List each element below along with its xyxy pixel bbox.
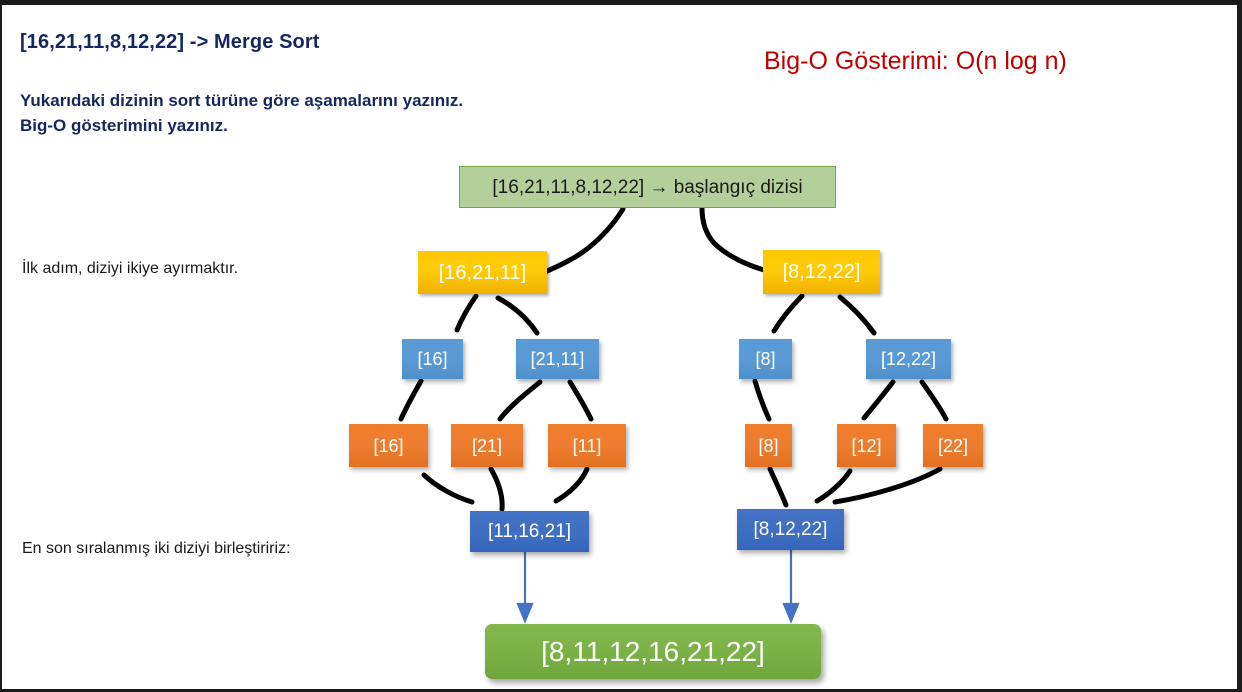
node-leaf-22[interactable]: [22] xyxy=(923,424,983,467)
big-o-notation-title: Big-O Gösterimi: O(n log n) xyxy=(764,47,1067,75)
node-root-array[interactable]: [16,21,11,8,12,22] → başlangıç dizisi xyxy=(459,166,836,208)
node-split2-16[interactable]: [16] xyxy=(402,339,463,379)
node-leaf-21[interactable]: [21] xyxy=(451,424,523,467)
node-split2-8[interactable]: [8] xyxy=(739,339,792,379)
edge-2111-to-11 xyxy=(567,379,594,422)
arrow-right-head xyxy=(782,602,800,624)
node-leaf-11[interactable]: [11] xyxy=(548,424,626,467)
note-final-merge: En son sıralanmış iki diziyi birleştirir… xyxy=(22,540,291,557)
node-split2-12-22[interactable]: [12,22] xyxy=(866,339,951,379)
edge-16-to-16 xyxy=(398,378,424,422)
node-split1-right[interactable]: [8,12,22] xyxy=(763,250,880,294)
note-first-step-split: İlk adım, diziyi ikiye ayırmaktır. xyxy=(22,260,239,277)
edge-16-merge xyxy=(421,472,475,505)
edge-12-merge xyxy=(814,468,853,504)
node-merged-right[interactable]: [8,12,22] xyxy=(737,509,844,550)
node-split1-left[interactable]: [16,21,11] xyxy=(418,251,547,294)
node-final-sorted-array[interactable]: [8,11,12,16,21,22] xyxy=(485,624,821,679)
arrow-left-head xyxy=(516,602,534,624)
edge-8-to-8 xyxy=(752,378,772,422)
prompt-title: [16,21,11,8,12,22] -> Merge Sort xyxy=(20,31,320,53)
node-leaf-8[interactable]: [8] xyxy=(745,424,792,467)
edge-1222-to-12 xyxy=(861,379,896,421)
node-merged-left[interactable]: [11,16,21] xyxy=(470,511,589,552)
prompt-instruction-line-2: Big-O gösterimini yazınız. xyxy=(20,116,228,135)
edge-8-merge xyxy=(767,466,789,508)
edge-root-to-right xyxy=(699,205,767,273)
node-split2-21-11[interactable]: [21,11] xyxy=(516,339,599,379)
prompt-instruction-line-1: Yukarıdaki dizinin sort türüne göre aşam… xyxy=(20,91,464,110)
node-leaf-16[interactable]: [16] xyxy=(349,424,428,467)
edge-22-merge xyxy=(832,466,943,505)
edge-11-merge xyxy=(553,466,590,504)
edge-root-to-left xyxy=(542,206,626,275)
node-leaf-12[interactable]: [12] xyxy=(837,424,896,467)
edge-l1-to-16 xyxy=(454,293,479,333)
edge-1222-to-22 xyxy=(919,379,949,422)
edge-l1-to-2111 xyxy=(495,295,540,336)
edge-r1-to-1222 xyxy=(837,294,877,336)
edge-r1-to-8 xyxy=(771,293,805,334)
edge-21-merge xyxy=(488,466,505,512)
edge-2111-to-21 xyxy=(497,379,543,422)
final-arrow-group xyxy=(516,550,800,624)
